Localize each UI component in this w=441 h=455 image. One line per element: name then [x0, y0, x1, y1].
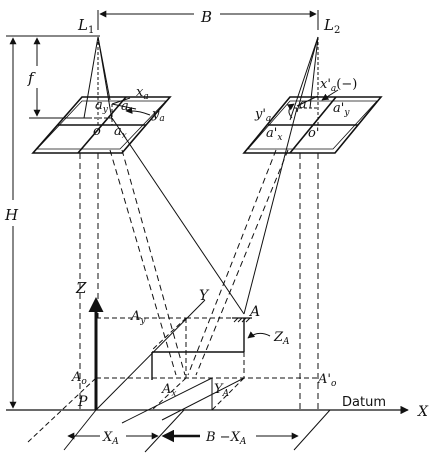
label-YA: YA	[214, 382, 230, 399]
label-xpa: x'a(−)	[320, 77, 357, 94]
label-B: B	[200, 8, 212, 26]
ground-point-A	[232, 317, 252, 323]
label-ypa: y'a	[254, 107, 271, 124]
baseline-dimension	[97, 10, 319, 30]
label-L2: L2	[323, 16, 340, 36]
label-Ax: Ax	[161, 382, 176, 399]
right-image-axes	[286, 89, 339, 119]
label-B-minus-XA: B −XA	[205, 430, 247, 447]
left-image-axes	[111, 97, 151, 116]
left-photo-plate	[31, 96, 172, 154]
ground-prism	[96, 317, 245, 380]
za-pointer	[247, 331, 271, 339]
left-bundle-rays	[83, 36, 113, 125]
conjugate-rays	[111, 107, 298, 315]
label-datum: Datum	[342, 395, 386, 410]
label-P: P	[77, 394, 88, 410]
label-L1: L1	[77, 16, 94, 36]
label-Ay: Ay	[130, 309, 146, 326]
label-XA: XA	[102, 430, 119, 447]
right-bundle-rays	[289, 36, 319, 125]
right-photo-plate	[242, 96, 383, 154]
label-A: A	[248, 304, 260, 320]
dashed-projections	[79, 149, 319, 410]
focal-length-dimension	[29, 37, 90, 119]
label-o: o	[93, 124, 101, 139]
label-ay: ay	[95, 98, 109, 115]
label-Apo: A'o	[317, 372, 337, 389]
label-apy: a'y	[333, 101, 350, 118]
label-X: X	[417, 404, 429, 420]
label-Y: Y	[199, 288, 210, 304]
label-xa: xa	[136, 85, 149, 102]
label-Ao: Ao	[71, 370, 87, 387]
label-a-right: a	[299, 97, 307, 112]
label-H: H	[4, 206, 19, 224]
label-ya: ya	[151, 107, 165, 124]
label-apx: a'x	[266, 126, 282, 143]
label-ZA: ZA	[273, 330, 290, 347]
label-a: a	[121, 99, 129, 114]
label-Z: Z	[75, 279, 87, 297]
label-op: o'	[308, 126, 319, 141]
label-ax: ax	[114, 124, 127, 141]
label-f: f	[27, 69, 36, 87]
y-axis	[95, 299, 206, 411]
flying-height-dimension	[6, 35, 100, 411]
